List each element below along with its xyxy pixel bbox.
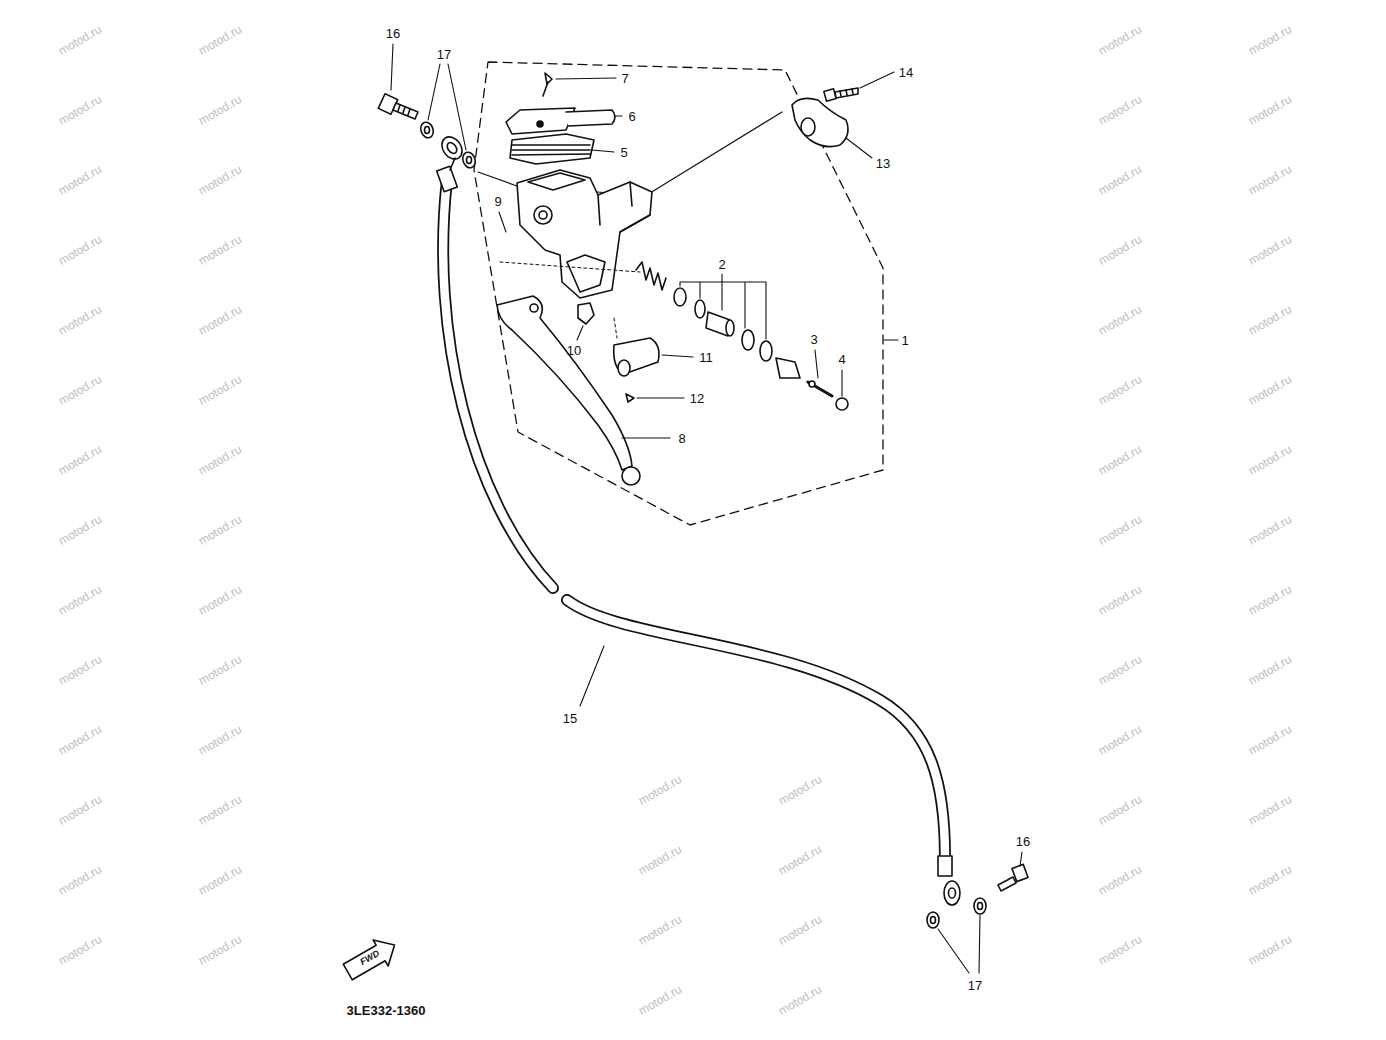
watermark: motod.ru — [776, 773, 823, 807]
watermark: motod.ru — [196, 933, 243, 967]
watermark: motod.ru — [56, 233, 103, 267]
watermark: motod.ru — [636, 773, 683, 807]
watermark: motod.ru — [196, 583, 243, 617]
watermark: motod.ru — [196, 443, 243, 477]
callout-number: 15 — [563, 712, 577, 725]
watermark: motod.ru — [196, 373, 243, 407]
watermark: motod.ru — [196, 23, 243, 57]
watermark: motod.ru — [56, 163, 103, 197]
part-code: 3LE332-1360 — [347, 1004, 426, 1017]
watermark: motod.ru — [1246, 93, 1293, 127]
watermark: motod.ru — [1096, 303, 1143, 337]
watermark: motod.ru — [56, 513, 103, 547]
watermark: motod.ru — [1096, 793, 1143, 827]
callout-number: 3 — [810, 333, 817, 346]
watermark: motod.ru — [56, 443, 103, 477]
watermark: motod.ru — [56, 793, 103, 827]
callout-number: 7 — [621, 72, 628, 85]
callout-number: 6 — [628, 110, 635, 123]
lever-group — [497, 296, 659, 485]
leader-lines — [391, 44, 1022, 973]
callout-number: 9 — [494, 195, 501, 208]
callout-number: 16 — [1016, 835, 1030, 848]
watermark: motod.ru — [56, 303, 103, 337]
callout-number: 5 — [620, 146, 627, 159]
watermark: motod.ru — [776, 983, 823, 1017]
watermark: motod.ru — [56, 23, 103, 57]
watermark: motod.ru — [196, 793, 243, 827]
watermark: motod.ru — [1246, 23, 1293, 57]
watermark: motod.ru — [56, 373, 103, 407]
watermark: motod.ru — [1246, 303, 1293, 337]
master-cylinder — [478, 112, 782, 298]
watermark: motod.ru — [56, 653, 103, 687]
watermark: motod.ru — [1246, 863, 1293, 897]
callout-number: 17 — [437, 48, 451, 61]
callout-number: 2 — [718, 258, 725, 271]
callout-number: 11 — [699, 351, 713, 364]
callout-number: 8 — [678, 432, 685, 445]
watermark: motod.ru — [1096, 443, 1143, 477]
callout-number: 16 — [386, 27, 400, 40]
watermark: motod.ru — [1246, 793, 1293, 827]
watermark: motod.ru — [1246, 163, 1293, 197]
watermark: motod.ru — [1096, 723, 1143, 757]
watermark: motod.ru — [196, 93, 243, 127]
watermark: motod.ru — [1096, 583, 1143, 617]
watermark: motod.ru — [1096, 163, 1143, 197]
watermark: motod.ru — [1096, 93, 1143, 127]
callout-number: 12 — [690, 392, 704, 405]
watermark: motod.ru — [196, 863, 243, 897]
watermark: motod.ru — [56, 723, 103, 757]
watermark: motod.ru — [776, 913, 823, 947]
watermark: motod.ru — [196, 653, 243, 687]
watermark: motod.ru — [1096, 863, 1143, 897]
watermark: motod.ru — [1246, 373, 1293, 407]
watermark: motod.ru — [1096, 653, 1143, 687]
watermark: motod.ru — [1246, 933, 1293, 967]
watermark: motod.ru — [1096, 23, 1143, 57]
forward-arrow — [340, 932, 402, 985]
watermark: motod.ru — [196, 163, 243, 197]
watermark: motod.ru — [196, 303, 243, 337]
watermark: motod.ru — [776, 843, 823, 877]
lower-fittings — [927, 864, 1028, 928]
callout-number: 17 — [968, 979, 982, 992]
watermark: motod.ru — [196, 723, 243, 757]
watermark: motod.ru — [1096, 513, 1143, 547]
callout-number: 13 — [876, 157, 890, 170]
watermark: motod.ru — [56, 93, 103, 127]
watermark: motod.ru — [1246, 443, 1293, 477]
clutch-hose — [437, 166, 952, 876]
watermark: motod.ru — [636, 843, 683, 877]
watermark: motod.ru — [1246, 653, 1293, 687]
watermark: motod.ru — [56, 863, 103, 897]
watermark: motod.ru — [196, 513, 243, 547]
watermark: motod.ru — [1096, 233, 1143, 267]
watermark: motod.ru — [56, 583, 103, 617]
direction-label: FWD — [359, 949, 381, 967]
callout-number: 14 — [899, 66, 913, 79]
callout-number: 10 — [567, 344, 581, 357]
assembly-boundary — [474, 62, 883, 525]
callout-number: 1 — [901, 334, 908, 347]
watermark: motod.ru — [1246, 723, 1293, 757]
watermark: motod.ru — [196, 233, 243, 267]
watermark: motod.ru — [56, 933, 103, 967]
watermark: motod.ru — [1246, 233, 1293, 267]
watermark: motod.ru — [636, 913, 683, 947]
watermark: motod.ru — [1096, 933, 1143, 967]
watermark: motod.ru — [1246, 513, 1293, 547]
watermark: motod.ru — [1246, 583, 1293, 617]
callout-number: 4 — [838, 353, 845, 366]
watermark: motod.ru — [636, 983, 683, 1017]
clamp-holder — [792, 88, 858, 147]
reservoir-parts — [506, 73, 615, 164]
watermark: motod.ru — [1096, 373, 1143, 407]
